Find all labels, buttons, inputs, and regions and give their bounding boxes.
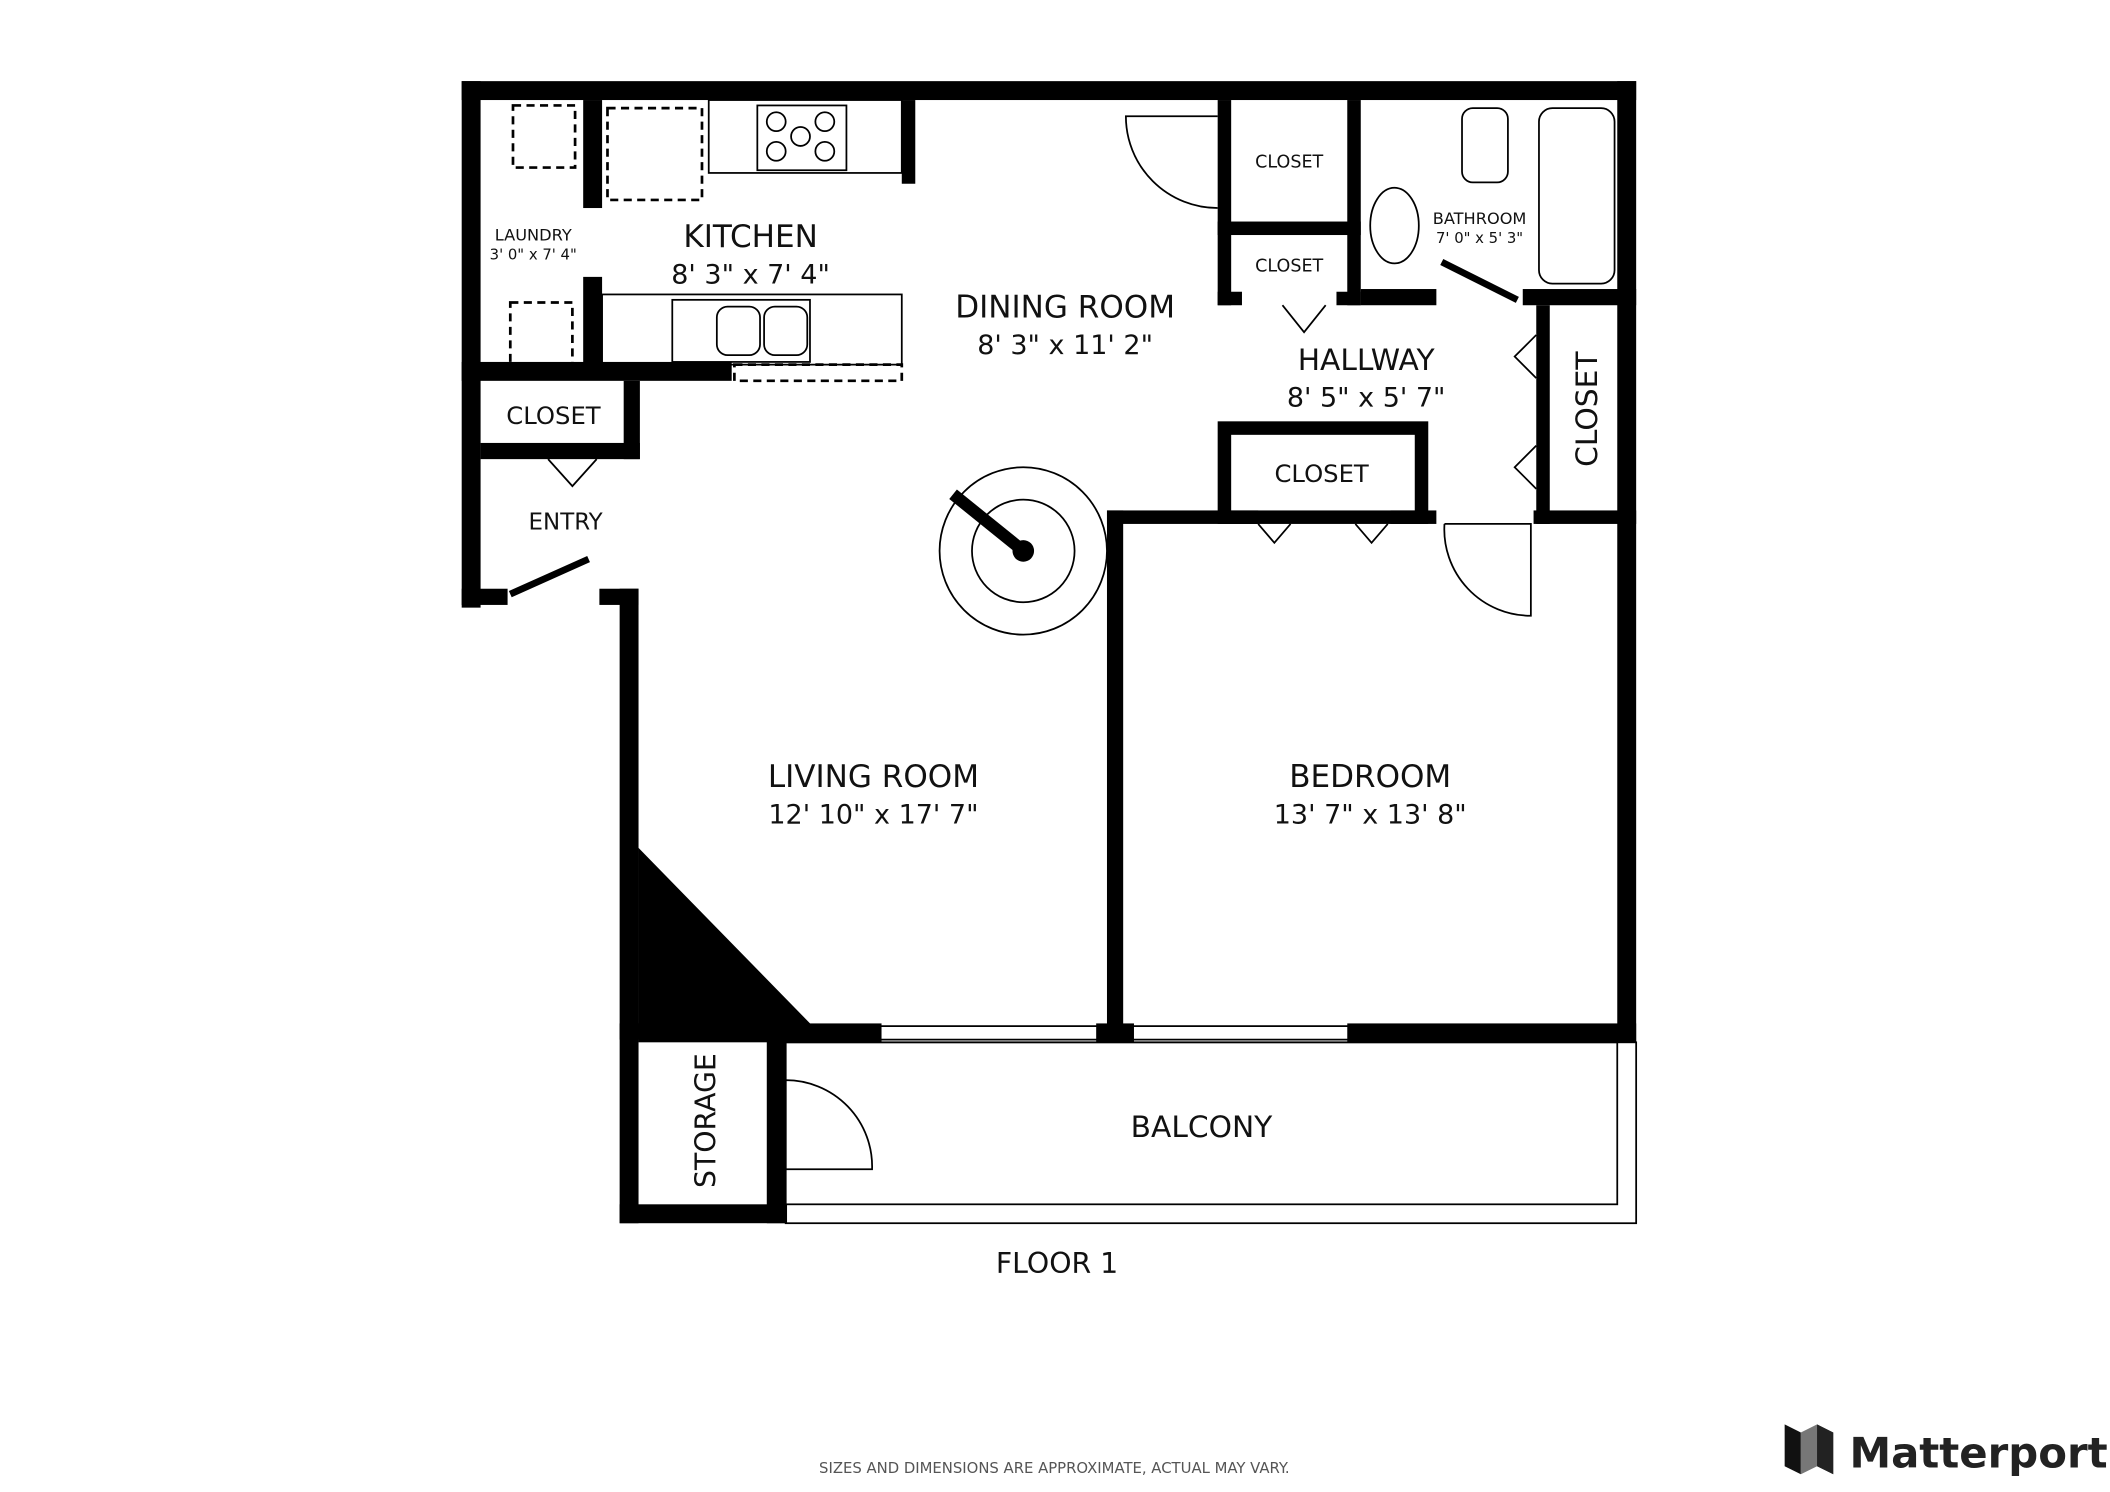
living-room-dims: 12' 10" x 17' 7"	[768, 800, 978, 831]
dining-room-label: DINING ROOM	[955, 289, 1175, 325]
laundry-dims: 3' 0" x 7' 4"	[490, 246, 577, 263]
closet-hall-label: CLOSET	[1274, 459, 1368, 488]
hallway-label: HALLWAY	[1298, 343, 1436, 378]
matterport-logo-icon	[1784, 1424, 1834, 1475]
walls	[461, 81, 1638, 1225]
kitchen-dims: 8' 3" x 7' 4"	[671, 260, 830, 291]
living-room-label: LIVING ROOM	[768, 759, 979, 795]
bathroom-label: BATHROOM	[1433, 209, 1527, 228]
storage-label: STORAGE	[689, 1053, 722, 1188]
closet-top-1-label: CLOSET	[1255, 153, 1323, 173]
bedroom-label: BEDROOM	[1289, 759, 1451, 795]
dining-room-dims: 8' 3" x 11' 2"	[977, 330, 1153, 361]
closet-entry-label: CLOSET	[506, 401, 600, 430]
entry-label: ENTRY	[529, 509, 604, 535]
hallway-dims: 8' 5" x 5' 7"	[1287, 382, 1446, 413]
brand-name: Matterport	[1849, 1429, 2107, 1478]
kitchen-label: KITCHEN	[683, 219, 817, 255]
bathroom-dims: 7' 0" x 5' 3"	[1436, 230, 1523, 247]
balcony-label: BALCONY	[1131, 1110, 1274, 1145]
disclaimer: SIZES AND DIMENSIONS ARE APPROXIMATE, AC…	[819, 1460, 1290, 1477]
closet-right-label: CLOSET	[1570, 351, 1605, 467]
laundry-label: LAUNDRY	[495, 225, 572, 244]
closet-top-2-label: CLOSET	[1255, 256, 1323, 276]
bedroom-dims: 13' 7" x 13' 8"	[1274, 800, 1467, 831]
floor-label: FLOOR 1	[996, 1247, 1118, 1280]
